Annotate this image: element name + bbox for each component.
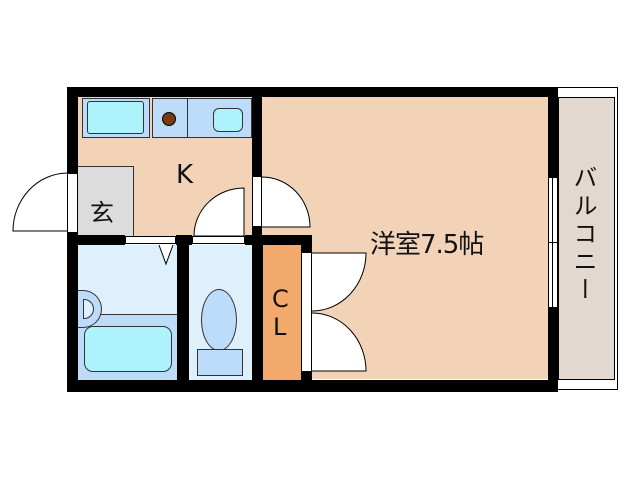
room-door-swing-icon [261, 176, 311, 228]
wall-right-lower [548, 308, 558, 392]
kitchen-door-swing-icon [193, 187, 245, 237]
toilet-door-frame[interactable] [192, 236, 245, 244]
closet-door-frame[interactable] [301, 252, 312, 372]
bath-door-frame[interactable] [125, 236, 176, 244]
closet-door-upper-swing-icon [311, 252, 367, 312]
western-room-label: 洋室7.5帖 [370, 230, 484, 260]
toilet-bowl-icon [201, 289, 237, 351]
front-door-swing-icon [12, 172, 68, 232]
closet-label-c: C [272, 285, 289, 313]
wall-bath-toilet [177, 235, 189, 392]
kitchen-label: K [176, 160, 194, 190]
entrance-label: 玄 [90, 199, 114, 227]
sink-basin [87, 101, 144, 134]
balcony-floor [558, 97, 615, 380]
wall-kitchen-room-upper [252, 87, 262, 176]
wall-right-upper [548, 87, 558, 177]
bathtub-icon [84, 326, 172, 372]
room-door-frame[interactable] [252, 176, 262, 227]
wall-closet-right-top [301, 235, 312, 252]
wall-middle-horizontal-left [67, 235, 125, 245]
washbasin-icon [213, 108, 243, 132]
front-door-frame[interactable] [67, 173, 78, 233]
closet-door-lower-swing-icon [311, 312, 367, 372]
wall-toilet-closet [252, 235, 263, 392]
wall-top [67, 87, 558, 97]
bath-door-swing-icon [158, 244, 174, 266]
closet-label-l: L [273, 313, 287, 341]
balcony-label: バルコニー [569, 165, 597, 305]
entrance-floor [78, 166, 134, 236]
stove-burner-icon [162, 112, 176, 126]
wall-closet-right-bottom [301, 372, 312, 392]
closet-floor [263, 245, 301, 380]
wall-bottom [67, 380, 558, 392]
wall-left-lower [67, 233, 78, 392]
wall-left-upper [67, 87, 78, 173]
wall-middle-horizontal-right [245, 235, 312, 245]
balcony-window-center [548, 242, 558, 243]
toilet-tank-icon [197, 349, 243, 376]
